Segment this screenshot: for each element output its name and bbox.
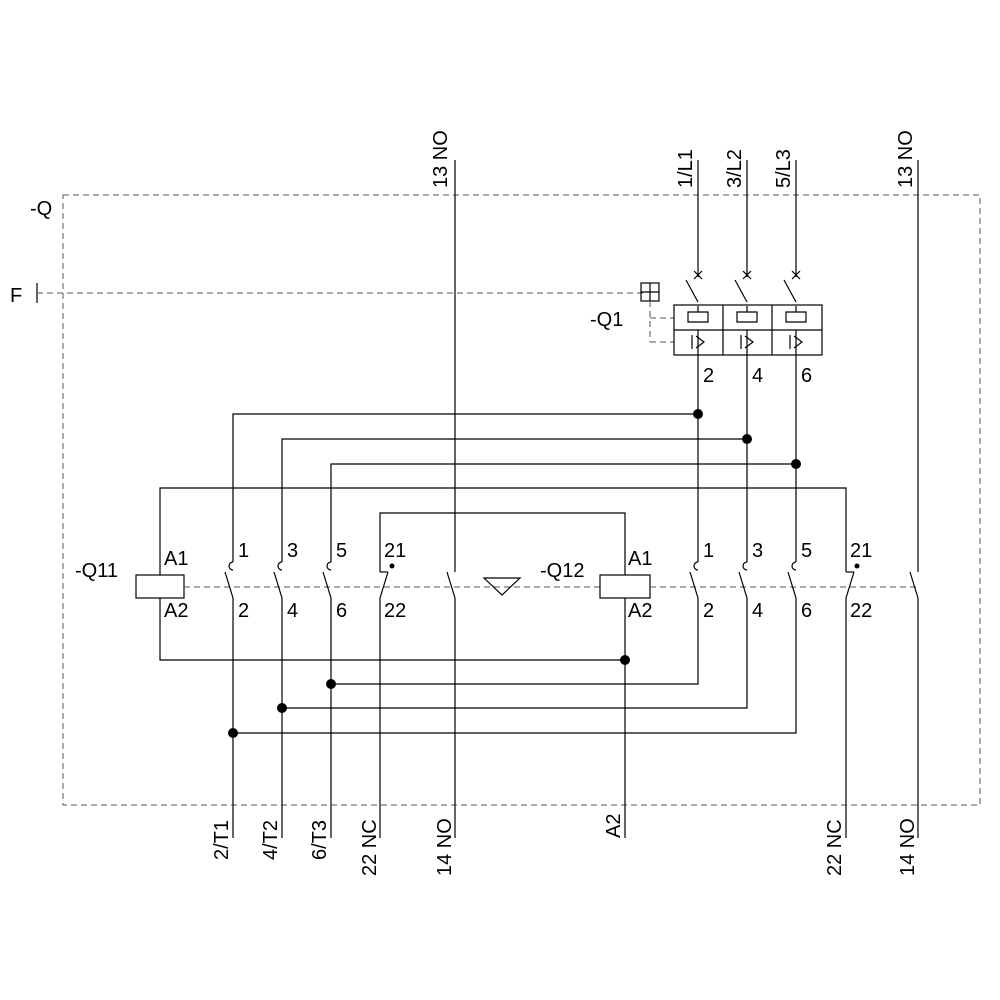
magnetic-trip-icon: [691, 335, 803, 349]
terminal-22-nc-left: 22 NC: [359, 819, 381, 876]
terminal-22-nc-right: 22 NC: [824, 819, 846, 876]
device-boundary: [62, 194, 981, 806]
q12-bottom-22: 22: [850, 600, 872, 622]
junction-dot: [277, 703, 287, 713]
breaker-blade-icon: [685, 279, 797, 303]
q12-top-1: 1: [703, 540, 714, 562]
wire-q12-6-to-t1: [233, 598, 797, 734]
q12-contacts: [689, 561, 919, 599]
device-label: -Q: [30, 198, 52, 220]
junction-dot: [791, 459, 801, 469]
q11-bottom-6: 6: [336, 600, 347, 622]
q11-a2: A2: [164, 600, 188, 622]
breaker-output-2: 2: [703, 365, 714, 387]
junction-dot: [228, 728, 238, 738]
q12-a2: A2: [628, 600, 652, 622]
terminal-14-no-left: 14 NO: [434, 818, 456, 876]
isolator-cross-icon: [693, 270, 801, 280]
q12-bottom-4: 4: [752, 600, 763, 622]
wire-q11-a2-to-q12-a2: [159, 598, 625, 661]
q11-bottom-4: 4: [287, 600, 298, 622]
wire-q12-4-to-t2: [282, 598, 748, 709]
wire-q11-a1-to-q12-21: [159, 487, 847, 575]
q11-a1: A1: [164, 548, 188, 570]
junction-dot: [693, 409, 703, 419]
terminal-2-t1: 2/T1: [211, 820, 233, 860]
q11-bottom-2: 2: [238, 600, 249, 622]
terminal-6-t3: 6/T3: [309, 820, 331, 860]
terminal-13-no-right: 13 NO: [895, 130, 917, 188]
q12-bottom-6: 6: [801, 600, 812, 622]
breaker-q1: [673, 304, 823, 356]
thermal-overload-icon: [687, 306, 807, 323]
q11-top-5: 5: [336, 540, 347, 562]
interlock-icon: [482, 577, 522, 596]
q12-top-21: 21: [850, 540, 872, 562]
q12-bottom-2: 2: [703, 600, 714, 622]
q12-a1: A1: [628, 548, 652, 570]
q12-top-3: 3: [752, 540, 763, 562]
f-marker-label: F: [10, 285, 22, 307]
junction-dot: [326, 679, 336, 689]
q11-top-1: 1: [238, 540, 249, 562]
wire-q11-21-to-q12-a1: [379, 512, 626, 575]
terminal-4-t2: 4/T2: [260, 820, 282, 860]
terminal-5-l3: 5/L3: [773, 149, 795, 188]
q11-contacts: [224, 561, 456, 599]
q11-coil: [135, 574, 185, 599]
q11-nc-dot: [389, 563, 395, 569]
breaker-handle-icon: [640, 282, 660, 302]
breaker-output-4: 4: [752, 365, 763, 387]
wire-q11-5-feed: [330, 463, 796, 562]
wire-q11-1-feed: [232, 413, 698, 562]
q11-bottom-22: 22: [384, 600, 406, 622]
q12-coil: [599, 574, 651, 599]
wire-q12-2-to-t3: [331, 598, 699, 685]
breaker-output-6: 6: [801, 365, 812, 387]
junction-dot: [620, 655, 630, 665]
q11-top-3: 3: [287, 540, 298, 562]
breaker-trip-link: [649, 301, 674, 343]
terminal-3-l2: 3/L2: [724, 149, 746, 188]
terminal-13-no-left: 13 NO: [430, 130, 452, 188]
breaker-label: -Q1: [590, 309, 623, 331]
q12-top-5: 5: [801, 540, 812, 562]
wire-q11-3-feed: [281, 438, 747, 562]
junction-dot: [742, 434, 752, 444]
terminal-14-no-right: 14 NO: [897, 818, 919, 876]
terminal-a2: A2: [603, 814, 625, 838]
terminal-1-l1: 1/L1: [675, 149, 697, 188]
q11-label: -Q11: [75, 560, 118, 582]
q12-label: -Q12: [540, 560, 584, 582]
q11-top-21: 21: [384, 540, 406, 562]
q12-nc-dot: [854, 563, 860, 569]
